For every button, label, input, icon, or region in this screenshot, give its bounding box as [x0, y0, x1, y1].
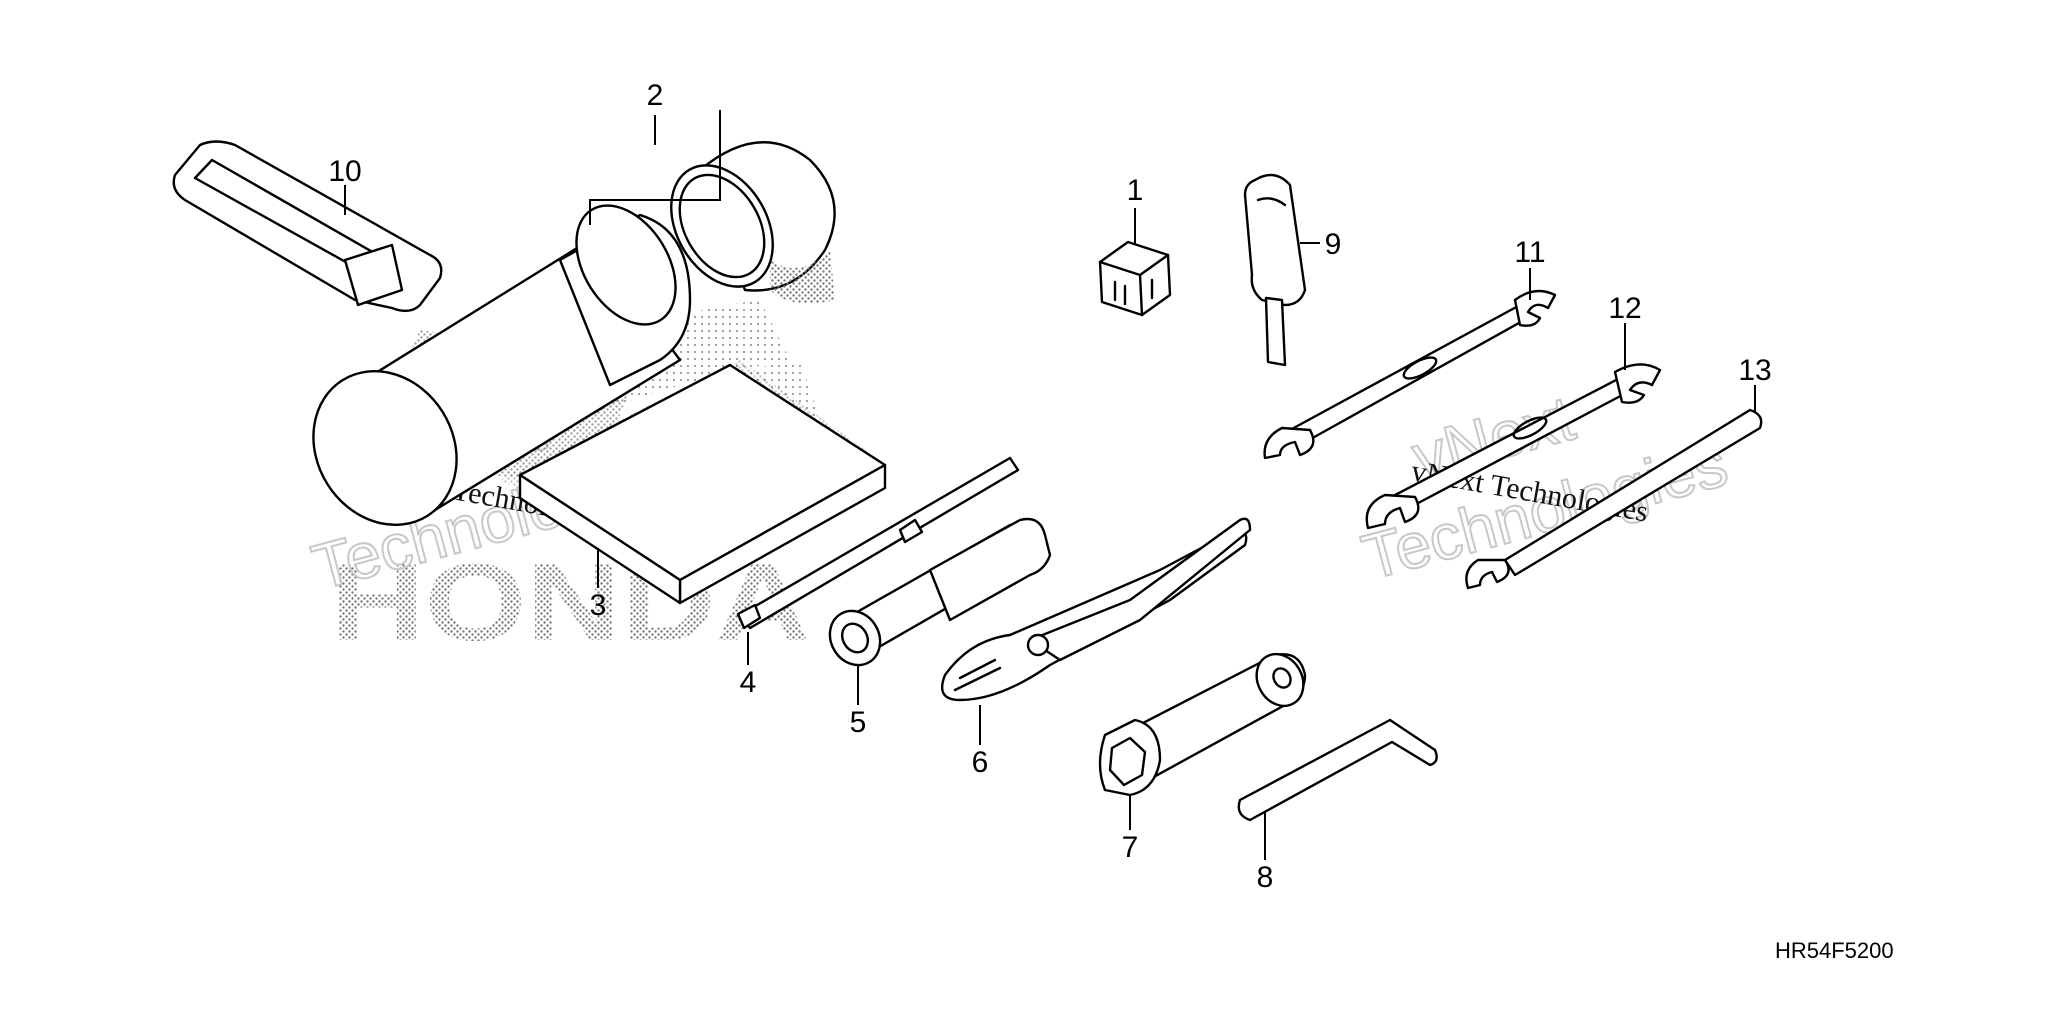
strap-part	[172, 140, 443, 313]
callout-label: 6	[972, 746, 989, 779]
callout-label: 12	[1608, 292, 1641, 325]
wrench-part	[1365, 323, 1662, 530]
screwdriver-part	[736, 456, 1020, 665]
callout-label: 13	[1738, 354, 1771, 387]
extension-bar-part	[1465, 385, 1763, 590]
owners-manual-part	[500, 360, 887, 605]
wrench-part	[1263, 268, 1557, 460]
pliers-part	[940, 517, 1252, 745]
hex-key-part	[1237, 718, 1438, 860]
callout-label: 9	[1325, 228, 1342, 261]
callout-label: 7	[1122, 831, 1139, 864]
socket-handle-part	[828, 517, 1052, 705]
callout-label: 10	[328, 155, 361, 188]
callout-label: 3	[590, 589, 607, 622]
callout-label: 5	[850, 706, 867, 739]
fuse-part	[1098, 208, 1172, 317]
tool-case-part	[312, 110, 836, 527]
figure-code: HR54F5200	[1775, 938, 1894, 963]
callout-label: 2	[647, 79, 664, 112]
spark-plug-wrench-part	[1098, 652, 1307, 830]
callout-label: 8	[1257, 861, 1274, 894]
fuse-puller-part	[1243, 173, 1320, 367]
callout-label: 11	[1514, 236, 1545, 269]
callout-label: 1	[1127, 174, 1144, 207]
callouts: 1 2 3 4 5 6 7 8 9 10 11 12 13	[328, 79, 1771, 894]
callout-label: 4	[740, 666, 757, 699]
